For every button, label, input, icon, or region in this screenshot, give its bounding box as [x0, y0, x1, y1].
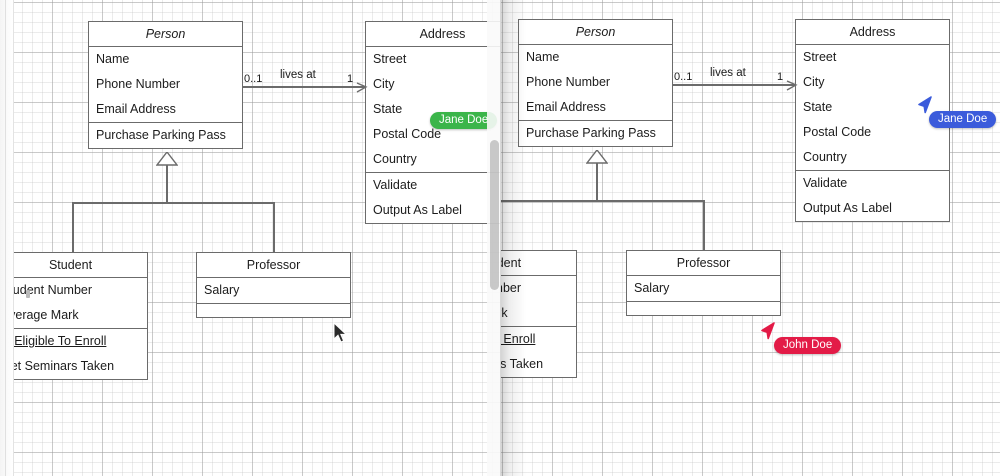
mouse-pointer-icon	[333, 322, 348, 343]
diagram-canvas-right[interactable]: Person Name Phone Number Email Address P…	[500, 0, 1000, 476]
uml-attribute-row[interactable]: State	[373, 102, 403, 116]
uml-operation-row[interactable]	[627, 302, 780, 315]
uml-class-address[interactable]: Address Street City State Postal Code Co…	[795, 19, 950, 222]
uml-attributes-compartment: Name Phone Number Email Address	[89, 47, 242, 122]
uml-attributes-compartment: Salary	[627, 276, 780, 301]
uml-attributes-compartment: Student Number Average Mark	[0, 278, 147, 328]
uml-attribute-row[interactable]: Email Address	[96, 102, 176, 116]
uml-operations-compartment	[197, 303, 350, 317]
resize-handle-nub[interactable]	[26, 290, 30, 298]
uml-attribute-row[interactable]: Salary	[204, 283, 240, 297]
uml-operation-row[interactable]: Purchase Parking Pass	[526, 126, 656, 140]
uml-class-student[interactable]: Student Student Number Average Mark Is E…	[0, 252, 148, 380]
uml-attribute-row[interactable]: Name	[526, 50, 560, 64]
presence-pointer-icon	[761, 322, 775, 340]
uml-class-professor[interactable]: Professor Salary	[626, 250, 781, 316]
presence-label: Jane Doe	[929, 111, 997, 128]
uml-attributes-compartment: Name Phone Number Email Address	[519, 45, 672, 120]
uml-operations-compartment: Validate Output As Label	[366, 172, 500, 223]
uml-operation-row[interactable]: Is Eligible To Enroll	[500, 332, 536, 346]
uml-operation-row[interactable]: Get Seminars Taken	[1, 359, 115, 373]
uml-operation-row[interactable]: Get Seminars Taken	[500, 357, 544, 371]
generalization-branch-student	[72, 202, 74, 253]
presence-label: Jane Doe	[430, 112, 498, 129]
uml-attributes-compartment: Street City State Postal Code Country	[366, 47, 500, 172]
association-line[interactable]	[673, 84, 795, 86]
uml-class-title: Address	[796, 20, 949, 45]
uml-attribute-row[interactable]: City	[373, 77, 395, 91]
uml-attributes-compartment: Student Number Average Mark	[500, 276, 576, 326]
uml-operations-compartment: Validate Output As Label	[796, 170, 949, 221]
uml-attribute-row[interactable]: Postal Code	[373, 127, 442, 141]
uml-attribute-row[interactable]: Phone Number	[96, 77, 181, 91]
uml-class-title: Address	[366, 22, 500, 47]
pane-split-divider[interactable]	[500, 0, 501, 476]
uml-operation-row[interactable]: Validate	[373, 178, 418, 192]
presence-label: John Doe	[774, 337, 842, 354]
uml-attribute-row[interactable]: Student Number	[500, 281, 522, 295]
generalization-branch-bar	[500, 200, 704, 202]
uml-attribute-row[interactable]: Average Mark	[1, 308, 79, 322]
generalization-branch-professor	[703, 200, 705, 250]
uml-attribute-row[interactable]: Email Address	[526, 100, 606, 114]
uml-class-title: Person	[519, 20, 672, 45]
uml-class-person[interactable]: Person Name Phone Number Email Address P…	[518, 19, 673, 147]
uml-attribute-row[interactable]: Salary	[634, 281, 670, 295]
uml-operation-row[interactable]: Is Eligible To Enroll	[1, 334, 107, 348]
scrollbar-track-vertical[interactable]	[487, 0, 500, 476]
uml-operation-row[interactable]: Validate	[803, 176, 848, 190]
uml-class-title: Person	[89, 22, 242, 47]
uml-operations-compartment: Purchase Parking Pass	[519, 120, 672, 146]
generalization-branch-professor	[273, 202, 275, 253]
uml-attribute-row[interactable]: City	[803, 75, 825, 89]
association-line[interactable]	[243, 86, 365, 88]
association-source-multiplicity: 0..1	[674, 71, 693, 83]
association-source-multiplicity: 0..1	[244, 73, 263, 85]
uml-attribute-row[interactable]: State	[803, 100, 833, 114]
uml-attribute-row[interactable]: Name	[96, 52, 130, 66]
association-target-multiplicity: 1	[347, 73, 354, 85]
uml-operations-compartment: Is Eligible To Enroll Get Seminars Taken	[0, 328, 147, 379]
uml-class-title: Professor	[627, 251, 780, 276]
uml-operation-row[interactable]: Output As Label	[373, 203, 462, 217]
uml-class-professor[interactable]: Professor Salary	[196, 252, 351, 318]
uml-attribute-row[interactable]: Postal Code	[803, 125, 872, 139]
diagram-pane-left[interactable]: Person Name Phone Number Email Address P…	[0, 0, 500, 476]
generalization-stem	[596, 163, 598, 200]
uml-operations-compartment	[627, 301, 780, 315]
generalization-branch-bar	[72, 202, 274, 204]
association-name: lives at	[280, 69, 316, 81]
uml-attribute-row[interactable]: Street	[373, 52, 407, 66]
uml-class-title: Student	[500, 251, 576, 276]
association-open-arrowhead	[786, 80, 798, 91]
uml-attributes-compartment: Salary	[197, 278, 350, 303]
diagram-pane-right[interactable]: Person Name Phone Number Email Address P…	[500, 0, 1000, 476]
scrollbar-thumb-vertical[interactable]	[490, 140, 499, 290]
association-name: lives at	[710, 67, 746, 79]
uml-attribute-row[interactable]: Student Number	[1, 283, 93, 297]
association-target-multiplicity: 1	[777, 71, 784, 83]
uml-attribute-row[interactable]: Country	[373, 152, 417, 166]
uml-attribute-row[interactable]: Country	[803, 150, 847, 164]
diagram-canvas-left[interactable]: Person Name Phone Number Email Address P…	[0, 0, 500, 476]
uml-class-student[interactable]: Student Student Number Average Mark Is E…	[500, 250, 577, 378]
generalization-hollow-triangle	[156, 152, 178, 166]
uml-operations-compartment: Is Eligible To Enroll Get Seminars Taken	[500, 326, 576, 377]
uml-operations-compartment: Purchase Parking Pass	[89, 122, 242, 148]
uml-class-title: Professor	[197, 253, 350, 278]
association-open-arrowhead	[356, 82, 368, 93]
generalization-hollow-triangle	[586, 150, 608, 164]
uml-operation-row[interactable]: Output As Label	[803, 201, 892, 215]
uml-attribute-row[interactable]: Street	[803, 50, 837, 64]
generalization-stem	[166, 165, 168, 203]
uml-attributes-compartment: Street City State Postal Code Country	[796, 45, 949, 170]
uml-operation-row[interactable]: Purchase Parking Pass	[96, 128, 226, 142]
uml-operation-row[interactable]	[197, 304, 350, 317]
canvas-left-ruler	[0, 0, 14, 476]
uml-attribute-row[interactable]: Average Mark	[500, 306, 508, 320]
presence-pointer-icon	[918, 96, 932, 114]
uml-attribute-row[interactable]: Phone Number	[526, 75, 611, 89]
uml-class-person[interactable]: Person Name Phone Number Email Address P…	[88, 21, 243, 149]
uml-class-title: Student	[0, 253, 147, 278]
